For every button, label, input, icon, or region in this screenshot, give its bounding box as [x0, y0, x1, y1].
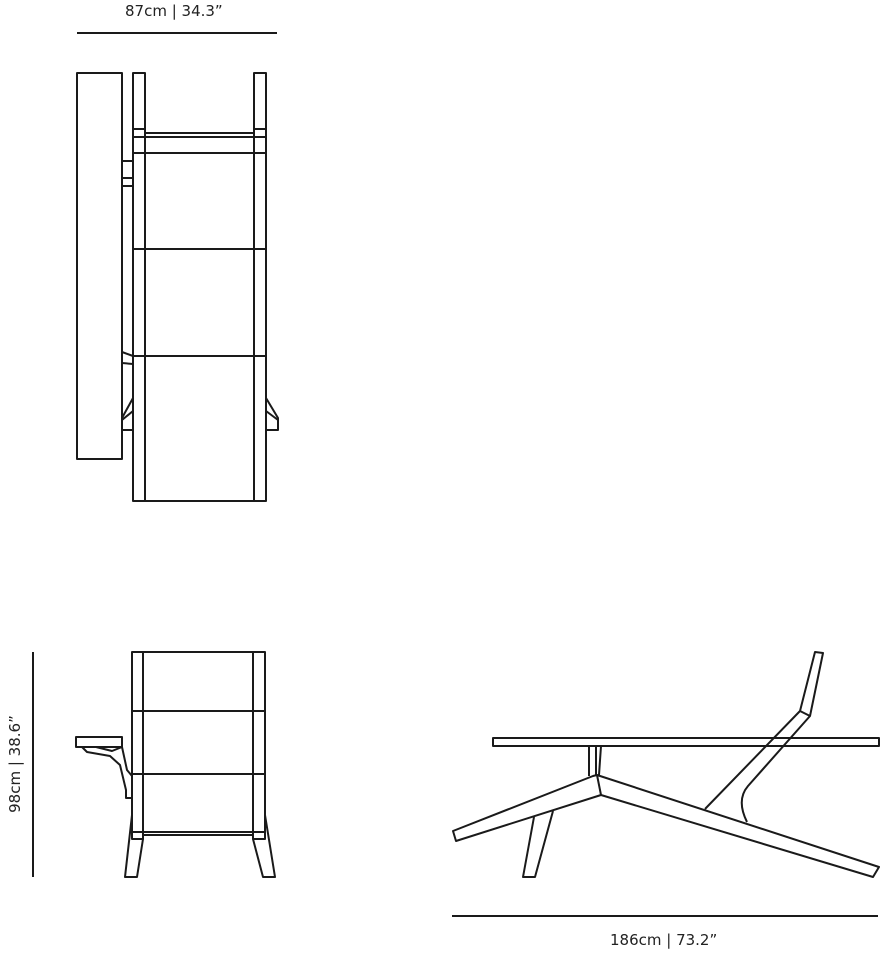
front-view [75, 651, 276, 878]
length-dimension-label: 186cm | 73.2” [610, 931, 718, 949]
side-tray [76, 72, 123, 460]
side-table-top [492, 737, 880, 747]
top-view [76, 72, 279, 502]
side-view [452, 651, 880, 878]
front-right-leg [252, 814, 276, 878]
backrest [704, 651, 824, 823]
left-rail [132, 72, 146, 502]
height-dimension-label: 98cm | 38.6” [6, 715, 24, 813]
width-dimension-label: 87cm | 34.3” [125, 2, 223, 20]
right-rail [253, 72, 267, 502]
side-tray [75, 736, 123, 748]
lounger-frame [452, 774, 880, 878]
front-left-leg [124, 814, 144, 878]
front-leg [522, 810, 554, 878]
